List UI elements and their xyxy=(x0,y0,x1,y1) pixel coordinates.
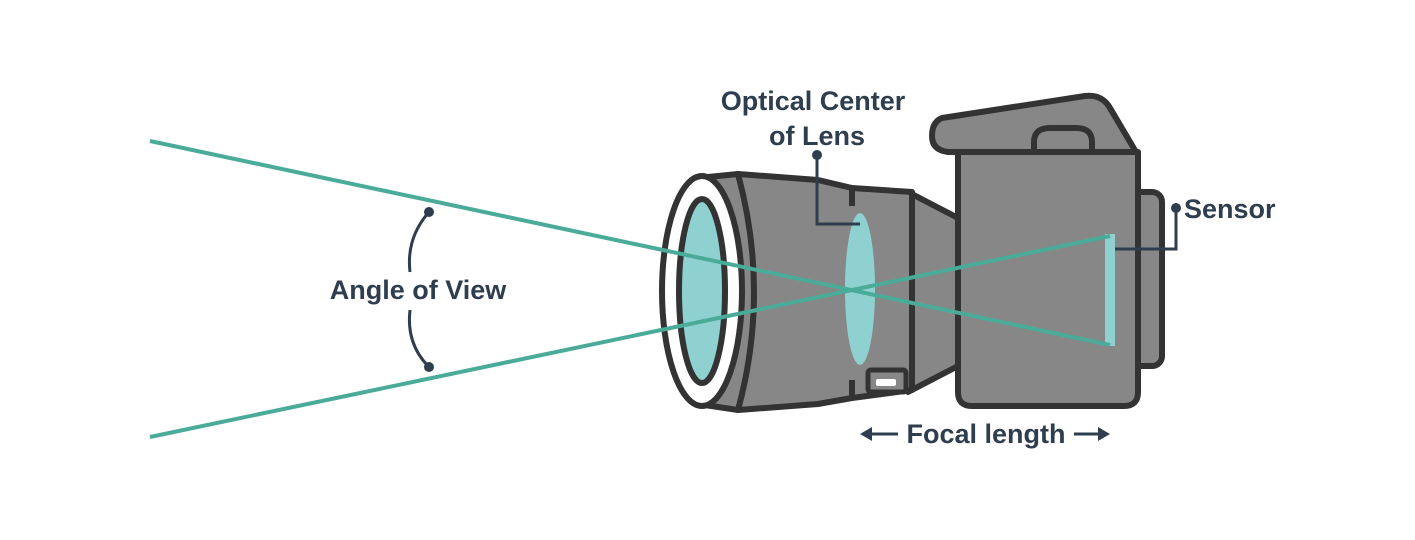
focal-length-label: Focal length xyxy=(906,419,1065,449)
upper-ray xyxy=(149,139,1111,347)
light-rays xyxy=(149,139,1111,439)
optical-center-leader xyxy=(815,155,860,226)
lower-ray xyxy=(149,234,1111,439)
optical-center-label-line2: of Lens xyxy=(769,121,865,151)
angle-of-view-indicator xyxy=(407,207,434,372)
lens-front-glass xyxy=(676,196,728,386)
optical-center-callout xyxy=(812,150,860,226)
lens-switch-slot xyxy=(876,379,896,386)
hot-shoe xyxy=(1031,125,1095,152)
angle-marker-bottom xyxy=(424,362,434,372)
sensor-callout xyxy=(1115,203,1181,251)
angle-arc-top xyxy=(407,211,431,273)
lens-barrel xyxy=(659,171,961,413)
lens-mount xyxy=(905,189,961,395)
focal-length-indicator xyxy=(860,427,1110,441)
angle-marker-top xyxy=(424,207,434,217)
sensor-strip xyxy=(1105,234,1115,346)
angle-of-view-label: Angle of View xyxy=(330,275,508,305)
optical-center-label-line1: Optical Center xyxy=(721,86,906,116)
angle-arc-bottom xyxy=(407,309,431,369)
sensor-label: Sensor xyxy=(1184,194,1276,224)
arrow-right-icon xyxy=(1098,427,1110,441)
arrow-left-icon xyxy=(860,427,872,441)
sensor-leader xyxy=(1115,208,1178,251)
